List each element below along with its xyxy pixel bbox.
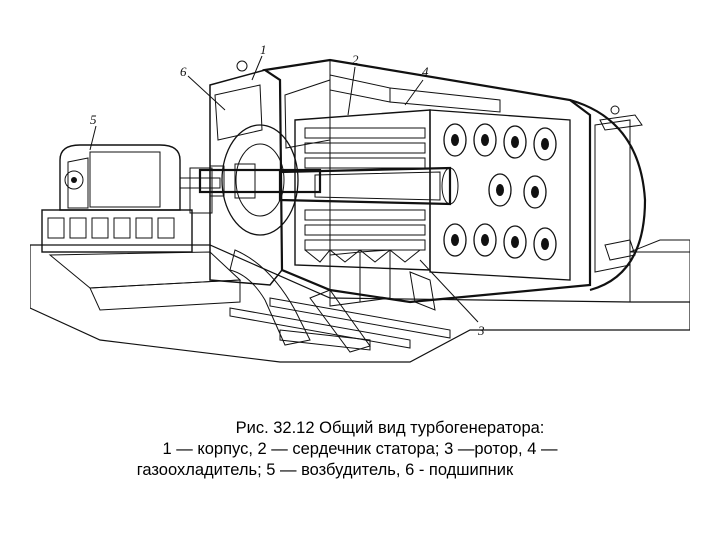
callout-2: 2 <box>352 52 359 67</box>
caption-line-2: 1 — корпус, 2 — сердечник статора; 3 —ро… <box>162 440 558 458</box>
caption-line-3: газоохладитель; 5 — возбудитель, 6 - под… <box>136 461 514 479</box>
gas-coolers <box>429 109 571 281</box>
terminal-box <box>329 249 436 311</box>
rotor <box>278 166 459 206</box>
callouts: 1 2 3 4 5 6 <box>89 42 485 338</box>
callout-6: 6 <box>180 64 187 79</box>
right-pedestal <box>594 105 643 273</box>
callout-3: 3 <box>477 323 485 338</box>
base-rails <box>229 289 451 353</box>
callout-4: 4 <box>422 64 429 79</box>
figure-caption: Рис. 32.12 Общий вид турбогенератора: 1 … <box>0 418 720 481</box>
caption-line-1: Рис. 32.12 Общий вид турбогенератора: <box>235 419 545 437</box>
exciter <box>41 144 221 253</box>
callout-5: 5 <box>90 112 97 127</box>
callout-1: 1 <box>260 42 267 57</box>
turbogenerator-illustration: 1 2 3 4 5 6 <box>30 42 690 363</box>
foundation <box>30 239 690 363</box>
